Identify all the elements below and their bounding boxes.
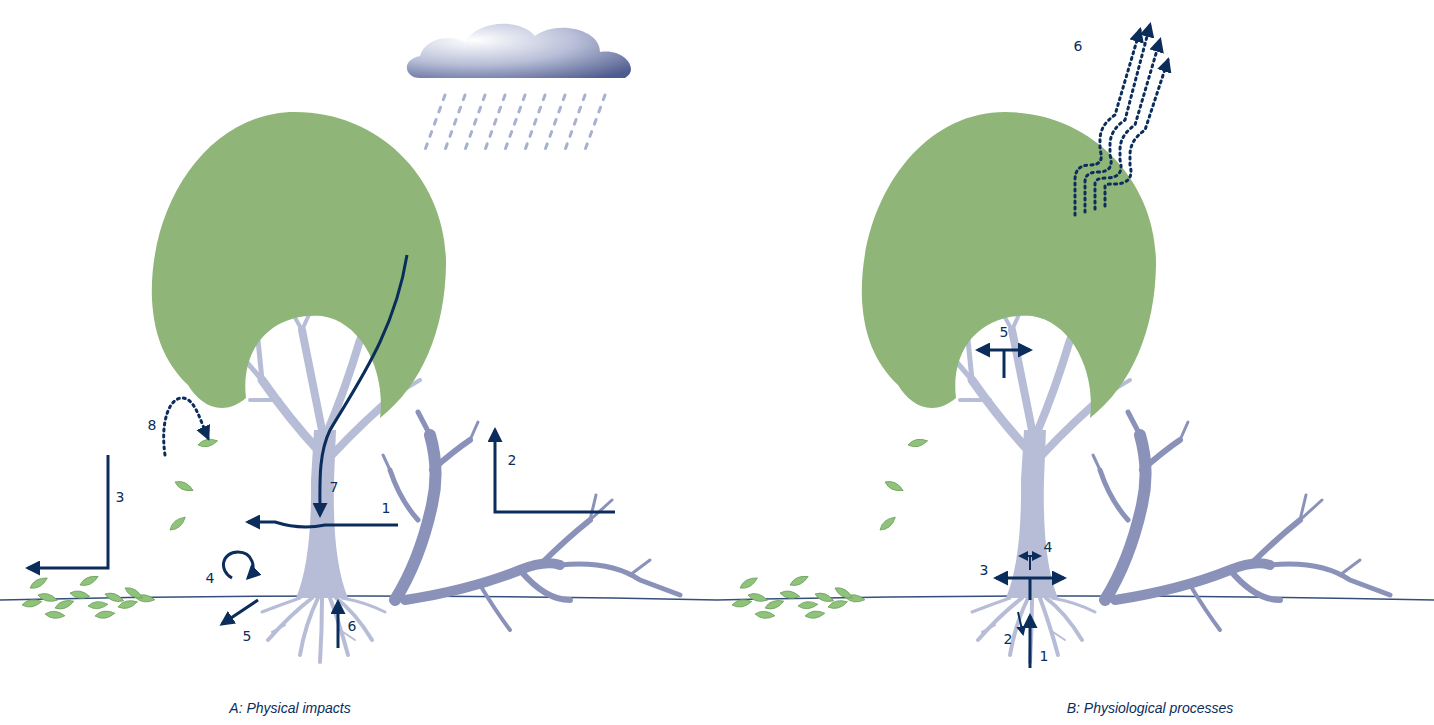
callout-number: 5	[1000, 325, 1009, 339]
callout-number: 3	[980, 563, 989, 577]
callout-number: 1	[1040, 649, 1049, 663]
arrow-1b	[1029, 616, 1032, 668]
impact-arrows	[28, 255, 615, 648]
callout-number: 4	[206, 571, 215, 585]
rain-cloud	[407, 24, 631, 150]
arrow-3	[28, 455, 108, 568]
callout-number: 7	[330, 480, 339, 494]
arrow-7	[320, 255, 407, 515]
panel-caption: B: Physiological processes	[1067, 701, 1234, 715]
arrow-6b	[1075, 25, 1168, 215]
arrow-5	[222, 600, 258, 624]
callout-number: 4	[1044, 540, 1053, 554]
process-arrows	[978, 25, 1168, 668]
arrow-3b	[996, 578, 1064, 600]
arrow-2	[495, 430, 615, 512]
callout-number: 3	[116, 490, 125, 504]
callout-number: 8	[148, 418, 157, 432]
arrow-5b	[978, 350, 1030, 378]
callout-number: 2	[508, 453, 517, 467]
callout-number: 1	[382, 501, 391, 515]
tree-b	[731, 112, 1390, 662]
arrow-1	[248, 522, 398, 527]
tree-a	[21, 112, 680, 662]
callout-number: 6	[348, 619, 357, 633]
arrow-8	[164, 398, 208, 455]
panel-caption: A: Physical impacts	[229, 701, 350, 715]
arrow-6	[337, 602, 340, 648]
callout-number: 2	[1004, 632, 1013, 646]
arrow-4	[223, 552, 253, 578]
arrow-4b	[1020, 556, 1040, 570]
ground-line	[0, 596, 1434, 600]
arrow-2b	[1018, 612, 1023, 634]
callout-number: 5	[243, 629, 252, 643]
callout-number: 6	[1074, 39, 1083, 53]
